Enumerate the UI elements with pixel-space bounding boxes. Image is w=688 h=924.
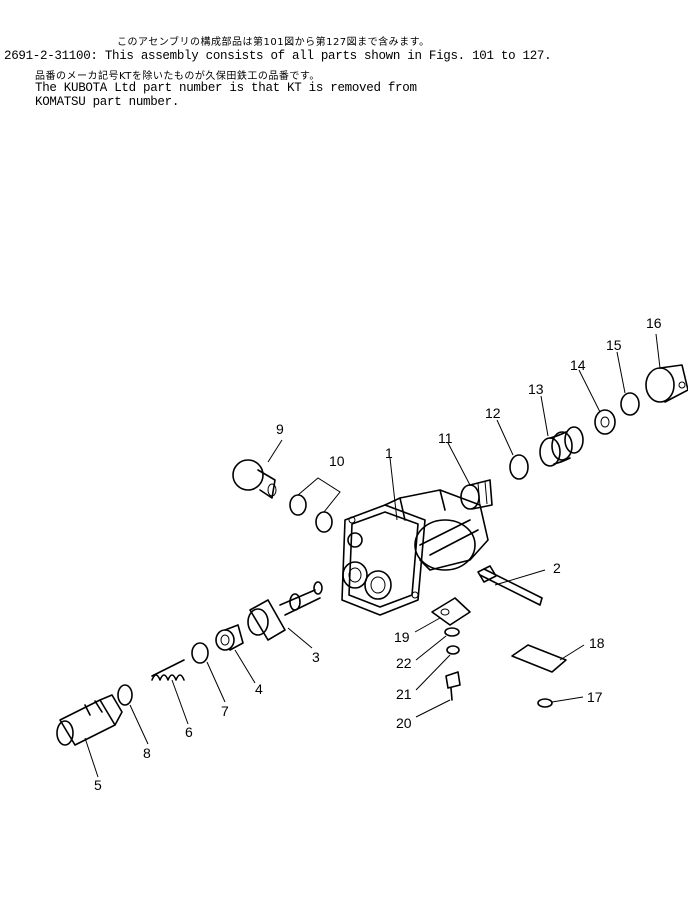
- callout-14: 14: [570, 357, 586, 373]
- part-12-washer: [509, 454, 529, 480]
- part-2-rod: [477, 565, 543, 606]
- part-9-cap-bolt: [232, 459, 277, 499]
- note-jp-assembly: このアセンブリの構成部品は第101図から第127図まで含みます。: [117, 37, 430, 48]
- callout-17: 17: [587, 689, 603, 705]
- part-13-spring: [539, 426, 584, 467]
- callout-18: 18: [589, 635, 605, 651]
- part-11-sleeve: [460, 479, 493, 510]
- callout-22: 22: [396, 655, 412, 671]
- callout-8: 8: [143, 745, 151, 761]
- callout-5: 5: [94, 777, 102, 793]
- part-14-retainer: [594, 409, 616, 435]
- part-3-plunger: [247, 581, 323, 641]
- callout-11: 11: [438, 430, 453, 446]
- callout-9: 9: [276, 421, 284, 437]
- callout-19: 19: [394, 629, 410, 645]
- part-20-screw: [445, 671, 461, 701]
- part-1-pump-body: [341, 489, 489, 616]
- part-18-plate: [511, 644, 567, 673]
- callout-labels: 1 2 3 4 5 6 7 8 9 10 11 12 13 14 15 16 1…: [94, 315, 662, 793]
- callout-15: 15: [606, 337, 622, 353]
- callout-4: 4: [255, 681, 263, 697]
- callout-16: 16: [646, 315, 662, 331]
- note-en-partnumber-2: KOMATSU part number.: [35, 95, 180, 109]
- part-22-washer: [444, 627, 460, 637]
- callout-13: 13: [528, 381, 544, 397]
- callout-7: 7: [221, 703, 229, 719]
- callout-1: 1: [385, 445, 393, 461]
- callout-21: 21: [396, 686, 412, 702]
- callout-12: 12: [485, 405, 501, 421]
- leader-lines: [84, 333, 661, 778]
- part-6-spring: [151, 659, 185, 681]
- part-7-washer: [191, 642, 209, 664]
- part-16-sleeve: [645, 364, 688, 403]
- callout-3: 3: [312, 649, 320, 665]
- callout-10: 10: [329, 453, 345, 469]
- note-en-assembly: 2691-2-31100: This assembly consists of …: [4, 49, 552, 63]
- part-19-bracket: [431, 597, 471, 626]
- note-jp-partnumber: 品番のメーカ記号KTを除いたものが久保田鉄工の品番です。: [35, 71, 320, 82]
- part-8-o-ring: [117, 684, 133, 706]
- part-5-fitting: [56, 694, 123, 746]
- note-en-partnumber-1: The KUBOTA Ltd part number is that KT is…: [35, 81, 417, 95]
- part-15-washer: [620, 392, 640, 416]
- callout-20: 20: [396, 715, 412, 731]
- part-21-washer: [446, 645, 460, 655]
- part-10-washers: [289, 477, 341, 533]
- part-17-pin: [537, 698, 553, 708]
- callout-6: 6: [185, 724, 193, 740]
- part-4-sleeve: [215, 624, 244, 651]
- callout-2: 2: [553, 560, 561, 576]
